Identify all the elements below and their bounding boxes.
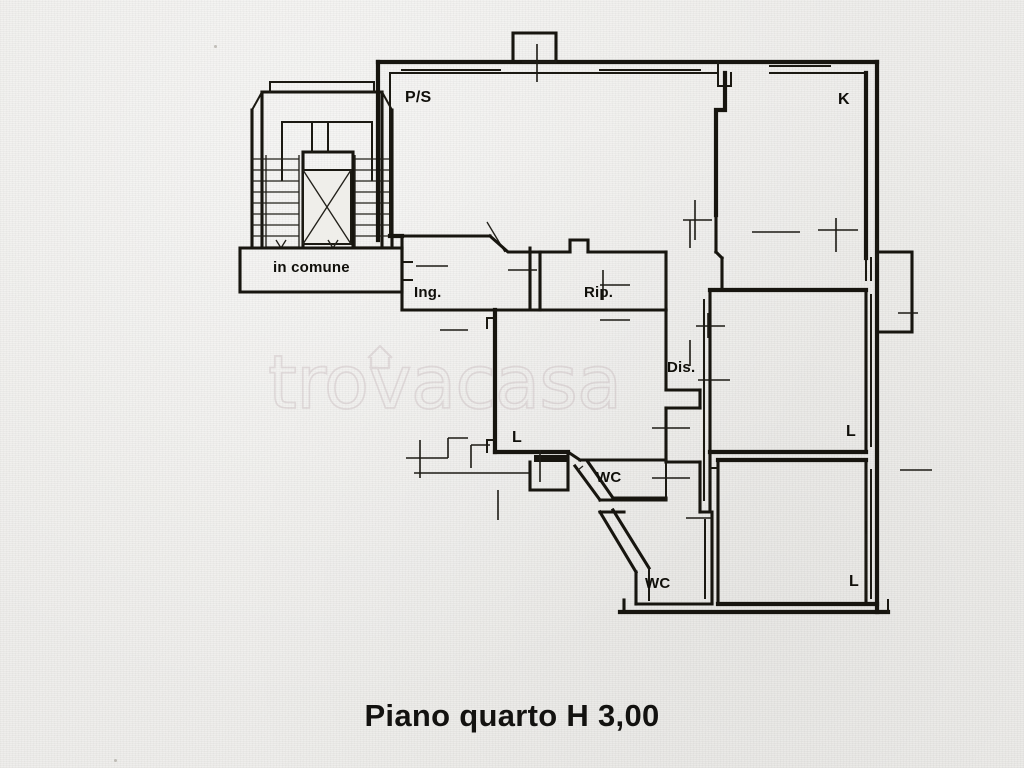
room-label-l-2: L: [846, 423, 856, 440]
room-ps: [375, 59, 668, 254]
room-l-right-lower: [709, 457, 880, 607]
room-l-right-upper: [707, 287, 872, 455]
paper-speck: [114, 759, 117, 762]
room-label-ing: Ing.: [414, 284, 441, 301]
room-label-l-3: L: [849, 573, 859, 590]
room-label-in-comune: in comune: [273, 259, 350, 276]
room-label-l-1: L: [512, 429, 522, 446]
room-wc-lower: [597, 507, 714, 614]
room-label-wc-1: WC: [596, 469, 621, 486]
room-label-rip: Rip.: [584, 284, 613, 301]
room-label-wc-2: WC: [645, 575, 670, 592]
room-label-ps: P/S: [405, 89, 432, 106]
balcony-right-icon: [865, 250, 914, 334]
paper-speck: [214, 45, 217, 48]
balcony-top-icon: [511, 31, 558, 64]
stairwell-block: [250, 81, 394, 250]
dimension-ticks: [406, 44, 932, 520]
room-k: [713, 65, 878, 292]
room-label-k: K: [838, 91, 850, 108]
top-windows: [401, 49, 867, 87]
outer-walls: [375, 59, 891, 615]
room-label-dis: Dis.: [667, 359, 695, 376]
room-wc-upper: [565, 449, 668, 503]
page-title: Piano quarto H 3,00: [364, 698, 660, 733]
room-l-center: [486, 307, 668, 492]
